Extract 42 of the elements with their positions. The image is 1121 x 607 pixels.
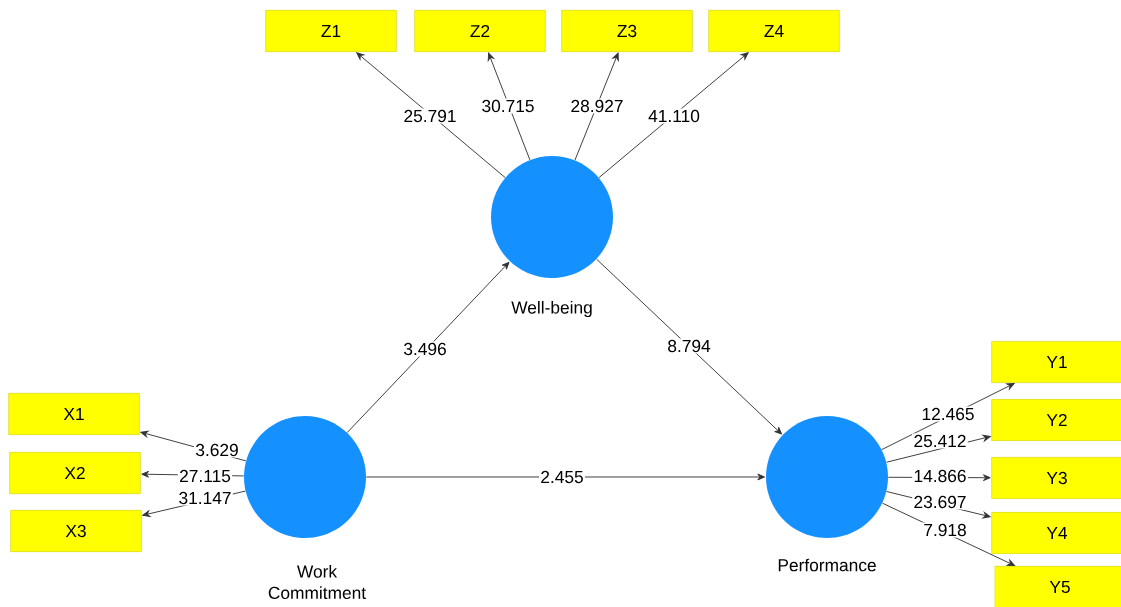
indicator-box: Y4 [991, 512, 1121, 554]
arrow [886, 434, 991, 463]
indicator-box: Y1 [991, 341, 1121, 383]
edge-label: 41.110 [646, 108, 702, 124]
edge-label: 14.866 [912, 468, 968, 484]
indicator-box: Y5 [994, 566, 1121, 607]
indicator-box: Z1 [265, 10, 397, 52]
edge-label: 7.918 [922, 522, 969, 538]
arrow [574, 52, 619, 161]
arrow [881, 383, 1015, 451]
construct-circle [491, 156, 613, 278]
edge-label: 3.629 [194, 442, 240, 458]
edge-label: 27.115 [177, 468, 233, 484]
edge-label: 2.455 [539, 469, 586, 485]
edge-label: 25.412 [912, 433, 968, 449]
construct-label: Well-being [511, 300, 592, 318]
arrow [346, 261, 510, 434]
edge-label: 31.147 [177, 490, 233, 506]
arrow [487, 52, 531, 161]
construct-circle [244, 416, 366, 538]
edge-label: 30.715 [480, 98, 536, 114]
arrow [598, 52, 749, 179]
indicator-box: X2 [9, 452, 141, 494]
edge-label: 12.465 [920, 406, 976, 422]
construct-label: Work Commitment [268, 564, 366, 600]
indicator-box: Y3 [991, 457, 1121, 499]
edge-label: 3.496 [402, 341, 449, 357]
indicator-box: Z3 [561, 10, 693, 52]
edge-label: 23.697 [912, 494, 968, 510]
edge-label: 28.927 [569, 98, 625, 114]
edge-label: 8.794 [666, 338, 713, 354]
arrow [365, 473, 766, 481]
indicator-box: Y2 [991, 399, 1121, 441]
construct-circle [766, 416, 888, 538]
indicator-box: X3 [10, 510, 142, 552]
edge-label: 25.791 [402, 108, 458, 124]
arrow [356, 52, 506, 178]
indicator-box: Z4 [708, 10, 840, 52]
construct-label: Performance [778, 558, 876, 572]
arrow [596, 258, 783, 435]
indicator-box: X1 [8, 393, 140, 435]
indicator-box: Z2 [414, 10, 546, 52]
